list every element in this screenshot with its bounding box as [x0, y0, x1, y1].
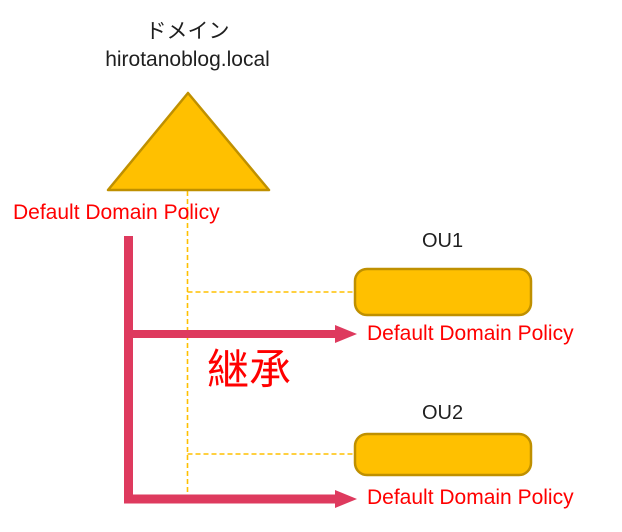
inheritance-trunk-line: [124, 236, 337, 504]
ou1-label: OU1: [421, 230, 464, 252]
ou1-policy-label: Default Domain Policy: [367, 322, 574, 345]
domain-triangle: [106, 91, 271, 192]
domain-name: hirotanoblog.local: [105, 48, 270, 72]
domain-label: ドメイン: [145, 20, 230, 43]
domain-caption: ドメイン hirotanoblog.local: [60, 18, 315, 75]
inheritance-arrowhead-ou2-icon: [335, 490, 357, 508]
inheritance-arrowhead-ou1-icon: [335, 325, 357, 343]
domain-policy-label: Default Domain Policy: [13, 201, 220, 224]
ou2-label: OU2: [421, 402, 464, 424]
ou2-box: [353, 432, 533, 477]
ou1-box: [353, 267, 533, 317]
inheritance-label: 継承: [207, 346, 292, 393]
ou2-policy-label: Default Domain Policy: [367, 486, 574, 509]
